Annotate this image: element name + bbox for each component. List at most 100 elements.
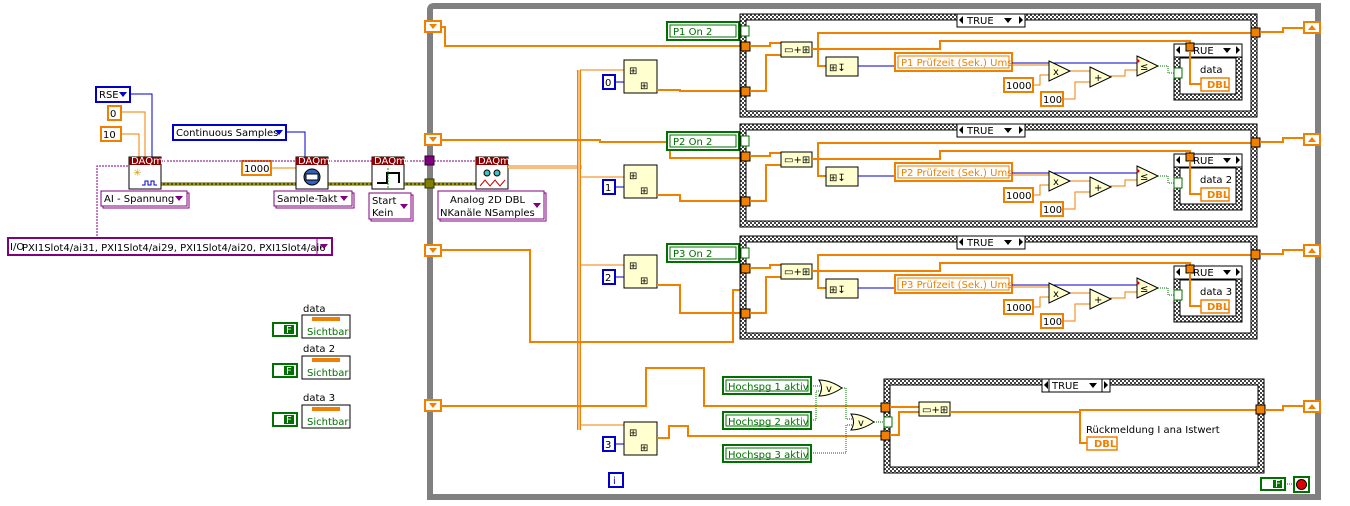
stop-false-constant[interactable]: F — [1260, 477, 1286, 491]
switch-2[interactable]: P2 On 2 — [666, 131, 740, 151]
dropdown-arrow-icon — [175, 196, 183, 201]
build-array-hv[interactable]: ▭+⊞ — [918, 401, 951, 417]
property-name: Sichtbar — [307, 368, 349, 379]
add-node[interactable]: + — [1089, 288, 1113, 310]
indicator-rueckmeldung[interactable]: DBL — [1086, 436, 1118, 451]
build-array[interactable]: ▭+⊞ — [780, 151, 813, 168]
compare-node[interactable]: ≤ — [1136, 55, 1160, 77]
false-constant-value: F — [286, 325, 292, 336]
hv-switch-3[interactable]: Hochspg 3 aktiv — [722, 444, 812, 463]
read-selector[interactable]: Analog 2D DBL NKanäle NSamples — [437, 190, 547, 222]
trigger-selector[interactable]: Start Kein — [368, 192, 414, 222]
add-node[interactable]: + — [1089, 66, 1113, 88]
indicator-data[interactable]: DBL — [1200, 77, 1230, 92]
multiplier-constant[interactable]: 1000 — [1003, 187, 1034, 203]
case-selector-hv[interactable]: TRUE — [1041, 378, 1111, 393]
case-tunnel — [740, 86, 751, 97]
or-gate-1[interactable]: v — [818, 379, 843, 397]
offset-constant[interactable]: 100 — [1040, 201, 1064, 217]
property-node-data-2[interactable]: data 2 Sichtbar F — [272, 344, 351, 380]
multiplier-value: 1000 — [1006, 191, 1031, 202]
index-array[interactable]: ⊞⊞ — [623, 254, 658, 289]
daqmx-trigger[interactable]: DAQmx — [371, 156, 412, 190]
dropdown-arrow-icon — [400, 204, 408, 209]
index-array[interactable]: ⊞⊞ — [623, 164, 658, 199]
physical-channels-constant[interactable]: I/O PXI1Slot4/ai31, PXI1Slot4/ai29, PXI1… — [7, 237, 333, 256]
index-constant-hv[interactable]: 3 — [602, 436, 616, 452]
hv-switch-label: Hochspg 2 aktiv — [728, 417, 809, 428]
property-node-label: data — [303, 304, 326, 315]
compare-icon: ≤ — [1140, 284, 1148, 295]
offset-constant[interactable]: 100 — [1040, 313, 1064, 329]
compare-node[interactable]: ≤ — [1136, 277, 1160, 299]
sample-rate-constant[interactable]: 1000 — [241, 160, 272, 176]
or-gate-2[interactable]: v — [850, 413, 875, 431]
shift-registers-right — [1303, 21, 1321, 413]
dropdown-arrow-icon — [533, 203, 541, 208]
hv-switch-label: Hochspg 3 aktiv — [728, 450, 809, 461]
sample-mode-constant[interactable]: Continuous Samples — [172, 124, 287, 141]
array-subset[interactable]: ⊞↧ — [825, 166, 859, 187]
case-structure-hv[interactable] — [883, 378, 1265, 474]
stop-terminal[interactable] — [1293, 476, 1310, 493]
array-subset[interactable]: ⊞↧ — [825, 56, 859, 77]
index-constant[interactable]: 1 — [602, 179, 616, 195]
index-array-hv[interactable]: ⊞ ⊞ — [623, 421, 658, 456]
case-tunnel — [1250, 137, 1261, 148]
svg-text:⊞: ⊞ — [640, 443, 648, 454]
daqmx-create-channel[interactable]: DAQmx ✳ — [128, 156, 169, 190]
offset-constant[interactable]: 100 — [1040, 91, 1064, 107]
create-channel-selector[interactable]: AI - Spannung — [100, 190, 190, 209]
multiplier-constant[interactable]: 1000 — [1003, 299, 1034, 315]
property-node-data[interactable]: data Sichtbar F — [272, 304, 351, 339]
while-loop[interactable] — [427, 3, 1321, 500]
index-array[interactable]: ⊞⊞ — [623, 59, 658, 94]
array-subset[interactable]: ⊞↧ — [825, 278, 859, 299]
local-variable-pruefzeit[interactable]: P1 Prüfzeit (Sek.) Ums — [894, 52, 1013, 72]
local-variable-label: P3 Prüfzeit (Sek.) Ums — [901, 280, 1012, 291]
row-1: ⊞⊞ 0 P1 On 2 TRUE ▭+⊞ ⊞↧ P1 Prüfzeit (Sek.) Um… — [602, 13, 1304, 118]
property-node-data-3[interactable]: data 3 Sichtbar F — [272, 393, 351, 429]
case-selector[interactable]: TRUE — [956, 235, 1026, 250]
case-selector[interactable]: TRUE — [956, 123, 1026, 138]
index-constant[interactable]: 2 — [602, 269, 616, 285]
compare-node[interactable]: ≤ — [1136, 165, 1160, 187]
hv-switch-label: Hochspg 1 aktiv — [728, 382, 809, 393]
switch-1[interactable]: P1 On 2 — [666, 21, 740, 41]
local-variable-pruefzeit[interactable]: P2 Prüfzeit (Sek.) Ums — [894, 162, 1013, 182]
daqmx-timing[interactable]: DAQmx — [295, 156, 336, 190]
multiply-node[interactable]: x — [1048, 170, 1072, 192]
indicator-data-2[interactable]: DBL — [1200, 187, 1230, 202]
offset-value: 100 — [1043, 317, 1062, 328]
index-constant[interactable]: 0 — [602, 74, 616, 90]
build-array[interactable]: ▭+⊞ — [780, 41, 813, 58]
create-channel-icon: ✳ — [133, 168, 141, 179]
min-value-constant[interactable]: 0 — [107, 105, 122, 121]
hv-switch-1[interactable]: Hochspg 1 aktiv — [722, 376, 812, 395]
local-variable-pruefzeit[interactable]: P3 Prüfzeit (Sek.) Ums — [894, 274, 1013, 294]
timing-selector[interactable]: Sample-Takt — [273, 190, 355, 209]
switch-3[interactable]: P3 On 2 — [666, 243, 740, 263]
multiply-node[interactable]: x — [1048, 60, 1072, 82]
inner-case-value: TRUE — [1186, 268, 1214, 279]
add-node[interactable]: + — [1089, 176, 1113, 198]
multiply-node[interactable]: x — [1048, 282, 1072, 304]
index-value: 2 — [605, 273, 611, 284]
max-value: 10 — [103, 130, 116, 141]
daqmx-read[interactable]: DAQmx — [475, 156, 516, 190]
max-value-constant[interactable]: 10 — [100, 126, 122, 142]
multiplier-constant[interactable]: 1000 — [1003, 77, 1034, 93]
min-value: 0 — [110, 109, 116, 120]
case-selector-terminal — [883, 416, 893, 428]
hv-switch-2[interactable]: Hochspg 2 aktiv — [722, 411, 812, 430]
build-array[interactable]: ▭+⊞ — [780, 263, 813, 280]
indicator-data-3[interactable]: DBL — [1200, 299, 1230, 314]
case-selector[interactable]: TRUE — [956, 13, 1026, 28]
case-value: TRUE — [966, 16, 994, 27]
terminal-config-constant[interactable]: RSE — [95, 86, 131, 103]
svg-text:▭+⊞: ▭+⊞ — [784, 45, 810, 56]
